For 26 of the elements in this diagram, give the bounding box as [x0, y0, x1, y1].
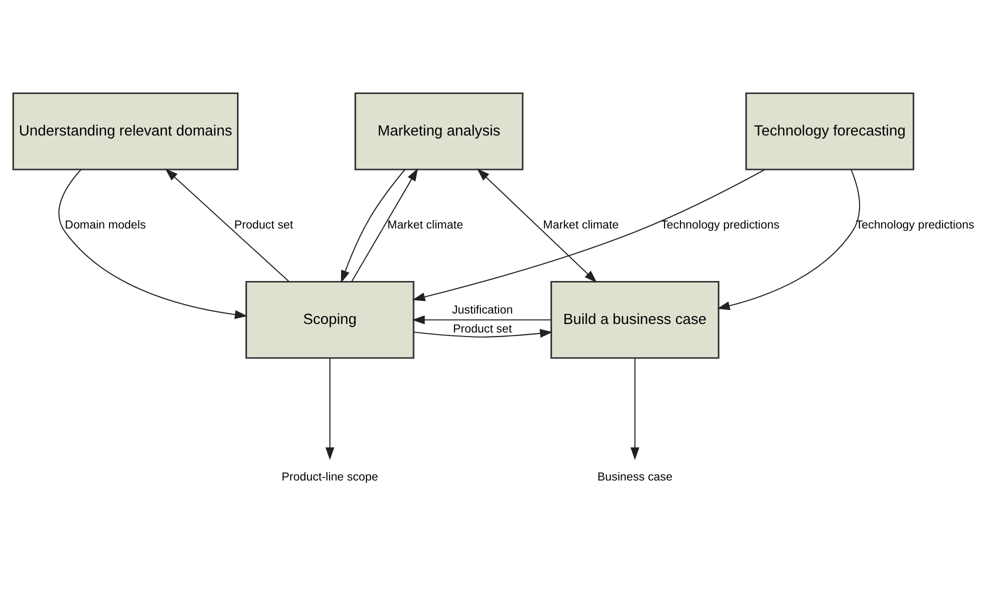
arrow	[414, 328, 553, 338]
arrow	[58, 169, 248, 319]
arrow	[351, 168, 418, 282]
node-box: Build a business case	[550, 280, 720, 359]
arrow	[340, 169, 406, 284]
node-box: Understanding relevant domains	[12, 92, 239, 170]
edge-label: Market climate	[387, 218, 464, 232]
edge-label: Technology predictions	[660, 218, 780, 232]
arrow	[412, 169, 766, 302]
node-box: Scoping	[245, 280, 414, 359]
edge-label: Product set	[234, 218, 294, 232]
arrow	[165, 168, 290, 282]
edge-label: Market climate	[543, 218, 619, 232]
node-box: Technology forecasting	[745, 92, 914, 170]
edge-label: Product set	[452, 322, 512, 336]
node-text: Product-line scope	[282, 470, 378, 484]
arrow	[325, 358, 334, 460]
node-text: Business case	[597, 470, 672, 484]
arrow	[717, 169, 860, 310]
node-box: Marketing analysis	[354, 92, 524, 170]
arrow	[477, 168, 597, 283]
edge-label: Domain models	[64, 218, 146, 232]
edge-label: Justification	[452, 303, 513, 316]
arrow	[630, 358, 640, 460]
arrow	[412, 315, 551, 324]
edge-label: Technology predictions	[856, 218, 974, 232]
